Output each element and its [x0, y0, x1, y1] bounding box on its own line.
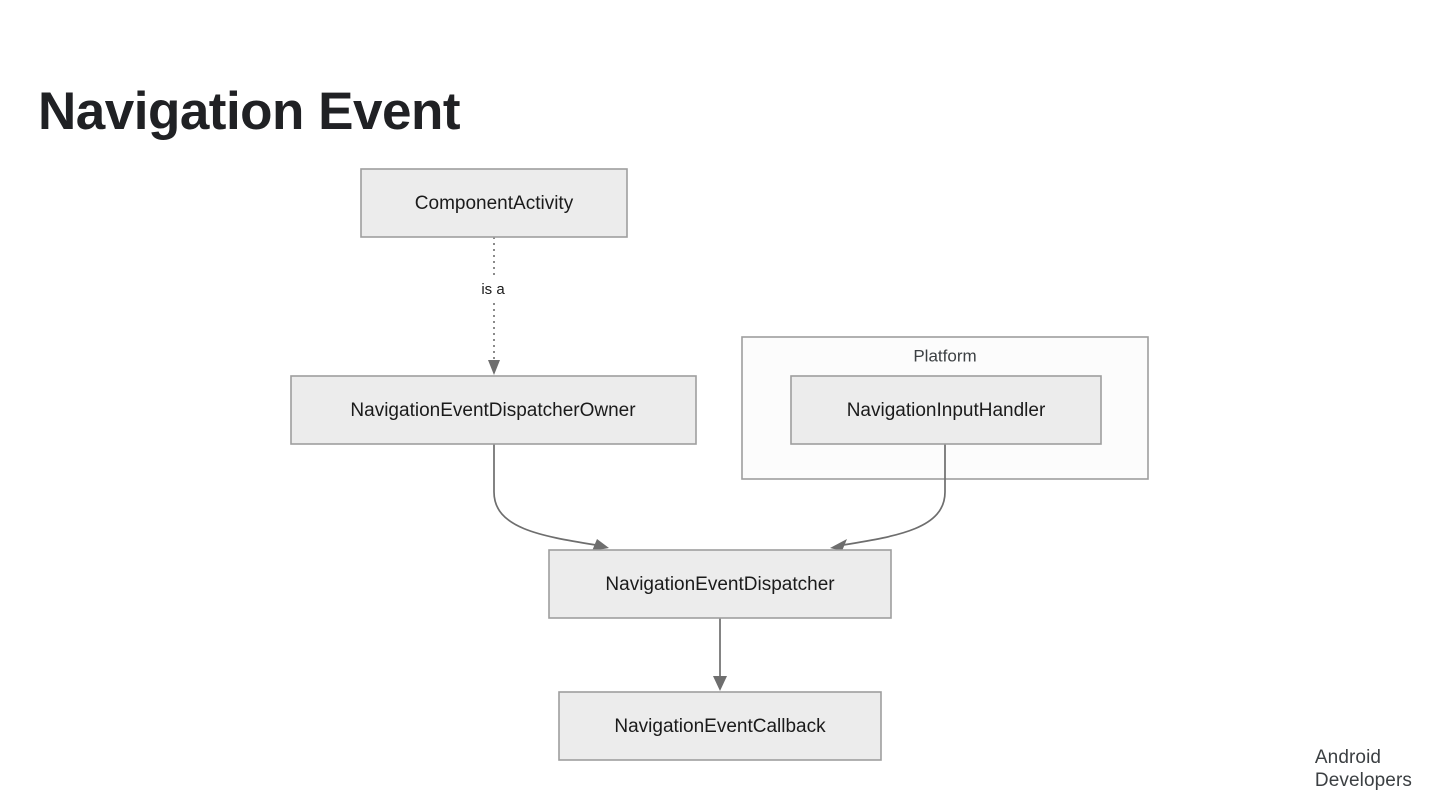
edge-input-handler-to-dispatcher-line	[842, 444, 946, 546]
node-navigation-event-callback[interactable]: NavigationEventCallback	[558, 691, 882, 761]
edge-is-a-arrowhead	[488, 360, 500, 375]
edge-is-a-label: is a	[481, 281, 505, 298]
edge-dispatcher-to-callback-arrowhead	[713, 676, 727, 691]
edge-input-handler-to-dispatcher	[830, 444, 946, 551]
edge-dispatcher-to-callback	[713, 618, 727, 691]
node-navigation-input-handler-label: NavigationInputHandler	[847, 400, 1046, 421]
node-component-activity-label: ComponentActivity	[415, 193, 574, 214]
brand-line-android: Android	[1314, 747, 1382, 768]
edge-input-handler-to-dispatcher-arrowhead	[830, 539, 847, 551]
node-navigation-input-handler[interactable]: NavigationInputHandler	[790, 375, 1102, 445]
node-navigation-event-callback-rect[interactable]	[558, 691, 882, 761]
edge-owner-to-dispatcher-arrowhead	[592, 539, 609, 551]
edge-is-a: is a	[466, 237, 522, 375]
edge-owner-to-dispatcher-line	[493, 444, 597, 546]
node-navigation-event-callback-label: NavigationEventCallback	[614, 716, 826, 737]
node-navigation-input-handler-rect[interactable]	[790, 375, 1102, 445]
page-title: Navigation Event	[38, 82, 460, 141]
node-component-activity[interactable]: ComponentActivity	[360, 168, 628, 238]
node-navigation-event-dispatcher[interactable]: NavigationEventDispatcher	[548, 549, 892, 619]
node-navigation-event-dispatcher-label: NavigationEventDispatcher	[605, 574, 835, 595]
node-component-activity-rect[interactable]	[360, 168, 628, 238]
group-platform-label: Platform	[913, 346, 976, 365]
edge-owner-to-dispatcher	[493, 444, 609, 551]
brand-line-developers: Developers	[1314, 770, 1412, 791]
node-navigation-event-dispatcher-owner[interactable]: NavigationEventDispatcherOwner	[290, 375, 697, 445]
node-navigation-event-dispatcher-owner-label: NavigationEventDispatcherOwner	[350, 400, 636, 421]
node-navigation-event-dispatcher-rect[interactable]	[548, 549, 892, 619]
node-navigation-event-dispatcher-owner-rect[interactable]	[290, 375, 697, 445]
android-developers-logo: Android Developers	[1315, 746, 1412, 792]
edge-is-a-label-bg	[466, 278, 522, 300]
